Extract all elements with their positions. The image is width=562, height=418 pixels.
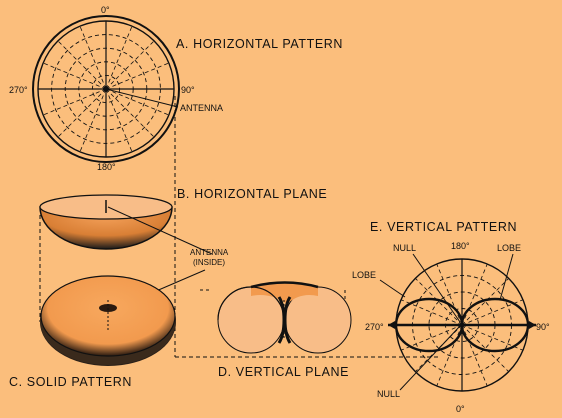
null-label-bottom: NULL <box>377 389 400 399</box>
polar-a-label-90: 90° <box>181 85 195 95</box>
antenna-callout-b-line2: (INSIDE) <box>193 258 225 267</box>
vertical-plane-cut <box>217 281 352 354</box>
polar-e-label-270: 270° <box>365 322 384 332</box>
null-label-top: NULL <box>393 243 416 253</box>
horizontal-pattern-polar <box>32 15 180 163</box>
panel-c-title: C. SOLID PATTERN <box>9 375 132 389</box>
solid-pattern-donut <box>40 275 176 366</box>
antenna-callout-line-b <box>107 206 213 255</box>
antenna-callout-a: ANTENNA <box>180 103 223 113</box>
panel-e-title: E. VERTICAL PATTERN <box>370 220 517 234</box>
polar-e-label-0: 0° <box>456 404 465 414</box>
panel-d-title: D. VERTICAL PLANE <box>218 365 349 379</box>
null-callout-line-bottom <box>399 325 461 391</box>
polar-e-label-90: 90° <box>536 322 550 332</box>
polar-a-label-180: 180° <box>97 162 116 172</box>
lobe-callout-line-left <box>379 279 406 298</box>
panel-a-title: A. HORIZONTAL PATTERN <box>176 37 343 51</box>
antenna-callout-line-a <box>105 88 179 108</box>
polar-a-label-270: 270° <box>9 85 28 95</box>
lobe-label-left: LOBE <box>352 270 376 280</box>
polar-a-label-0: 0° <box>101 5 110 15</box>
vertical-pattern-polar <box>388 258 536 392</box>
null-callout-line-top <box>412 253 461 323</box>
lobe-label-right: LOBE <box>497 243 521 253</box>
panel-b-title: B. HORIZONTAL PLANE <box>177 187 327 201</box>
antenna-callout-b-line1: ANTENNA <box>190 248 229 257</box>
horizontal-plane-bowl <box>39 194 173 250</box>
lobe-callout-line-right <box>499 253 514 301</box>
polar-e-label-180: 180° <box>451 241 470 251</box>
